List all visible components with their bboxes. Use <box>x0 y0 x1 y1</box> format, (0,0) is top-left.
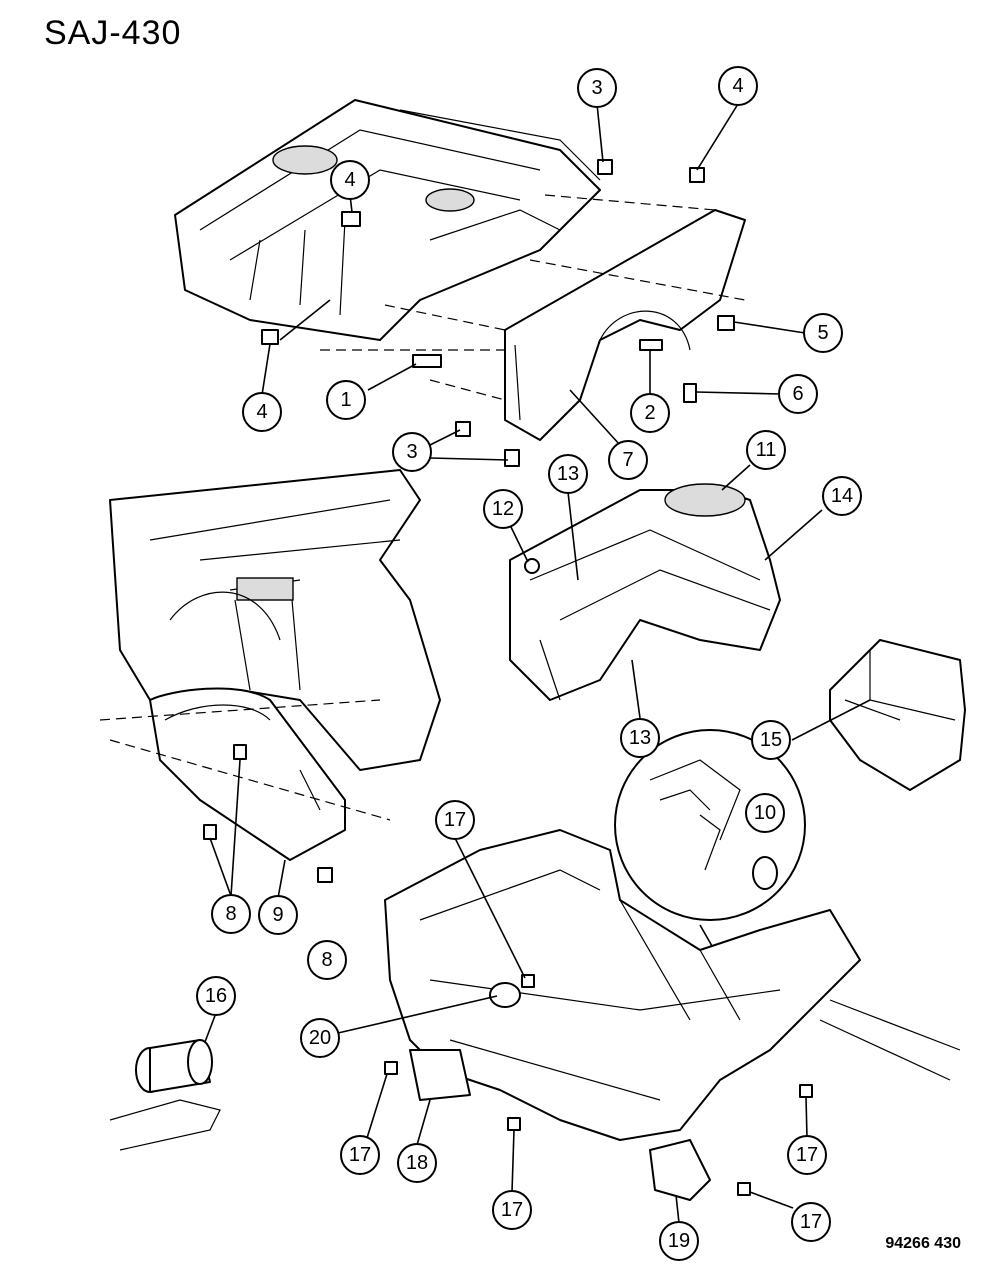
nut-4-center <box>341 211 361 227</box>
bolt-17-d <box>799 1084 813 1098</box>
bolt-17-b <box>507 1117 521 1131</box>
svg-text:20: 20 <box>309 1027 331 1049</box>
svg-text:9: 9 <box>272 904 283 926</box>
front-end-body-assembly <box>174 99 601 341</box>
svg-text:4: 4 <box>344 169 355 191</box>
isolator-bushing-16 <box>109 1039 221 1151</box>
svg-text:19: 19 <box>668 1230 690 1252</box>
callout-1: 1 <box>326 380 366 420</box>
screw-8-a <box>203 824 217 840</box>
svg-text:6: 6 <box>792 383 803 405</box>
svg-text:17: 17 <box>501 1199 523 1221</box>
svg-text:3: 3 <box>591 77 602 99</box>
svg-text:4: 4 <box>732 75 743 97</box>
shield-dash-b <box>109 739 391 821</box>
bolt-3-top <box>597 159 613 175</box>
callout-13-top: 13 <box>548 454 588 494</box>
svg-text:8: 8 <box>225 903 236 925</box>
svg-text:1: 1 <box>340 389 351 411</box>
bolt-17-e <box>737 1182 751 1196</box>
callout-12: 12 <box>483 489 523 529</box>
svg-text:7: 7 <box>622 449 633 471</box>
callout-2: 2 <box>630 393 670 433</box>
bolt-3-lower-b <box>504 449 520 467</box>
callout-6: 6 <box>778 374 818 414</box>
splash-shield <box>149 687 346 861</box>
callout-15: 15 <box>751 720 791 760</box>
nut-4-right <box>689 167 705 183</box>
fender-mounting-dashes <box>320 194 746 401</box>
callout-13-bottom: 13 <box>620 718 660 758</box>
svg-text:12: 12 <box>492 498 514 520</box>
callout-4-left: 4 <box>242 392 282 432</box>
screw-8-c <box>317 867 333 883</box>
svg-text:10: 10 <box>754 802 776 824</box>
rail-extension <box>819 999 961 1081</box>
callout-9: 9 <box>258 895 298 935</box>
svg-text:13: 13 <box>629 727 651 749</box>
callout-3-top: 3 <box>577 68 617 108</box>
svg-text:8: 8 <box>321 949 332 971</box>
svg-text:16: 16 <box>205 985 227 1007</box>
svg-text:3: 3 <box>406 441 417 463</box>
callout-17-right: 17 <box>787 1135 827 1175</box>
leader-lines <box>204 103 871 1224</box>
drawing-code: 94266 430 <box>885 1235 961 1252</box>
callout-20: 20 <box>300 1018 340 1058</box>
callout-17-center: 17 <box>492 1190 532 1230</box>
callout-4-center: 4 <box>330 160 370 200</box>
svg-text:17: 17 <box>444 809 466 831</box>
svg-text:15: 15 <box>760 729 782 751</box>
shield-dash-a <box>99 699 381 721</box>
nut-4-left <box>261 329 279 345</box>
bolt-3-lower-a <box>455 421 471 437</box>
support-bracket-15 <box>829 639 966 791</box>
svg-text:13: 13 <box>557 463 579 485</box>
callout-4-top-right: 4 <box>718 66 758 106</box>
bracket-1 <box>412 354 442 368</box>
bracket-2 <box>639 339 663 351</box>
callout-3-lower: 3 <box>392 432 432 472</box>
callout-10: 10 <box>745 793 785 833</box>
diagram-title: SAJ-430 <box>44 14 182 52</box>
callout-17-top: 17 <box>435 800 475 840</box>
callout-17-left: 17 <box>340 1135 380 1175</box>
bracket-18 <box>409 1049 471 1101</box>
callout-7: 7 <box>608 440 648 480</box>
bolt-6 <box>683 383 697 403</box>
svg-text:11: 11 <box>756 439 777 461</box>
bolt-17-a <box>384 1061 398 1075</box>
svg-text:17: 17 <box>796 1144 818 1166</box>
rail-strut-tower <box>509 483 781 701</box>
svg-text:2: 2 <box>644 402 655 424</box>
svg-text:5: 5 <box>817 322 828 344</box>
callout-19: 19 <box>659 1221 699 1261</box>
screw-8-b <box>233 744 247 760</box>
svg-text:4: 4 <box>256 401 267 423</box>
callout-16: 16 <box>196 976 236 1016</box>
callout-5: 5 <box>803 313 843 353</box>
callout-14: 14 <box>822 476 862 516</box>
svg-text:18: 18 <box>406 1152 428 1174</box>
callout-8-left: 8 <box>211 894 251 934</box>
callout-17-lower-right: 17 <box>791 1202 831 1242</box>
svg-text:14: 14 <box>831 485 853 507</box>
svg-text:17: 17 <box>800 1211 822 1233</box>
callout-8-right: 8 <box>307 940 347 980</box>
callout-11: 11 <box>746 430 786 470</box>
fender-panel <box>504 209 746 441</box>
callout-18: 18 <box>397 1143 437 1183</box>
bracket-19 <box>649 1139 711 1201</box>
bolt-5 <box>717 315 735 331</box>
svg-text:17: 17 <box>349 1144 371 1166</box>
